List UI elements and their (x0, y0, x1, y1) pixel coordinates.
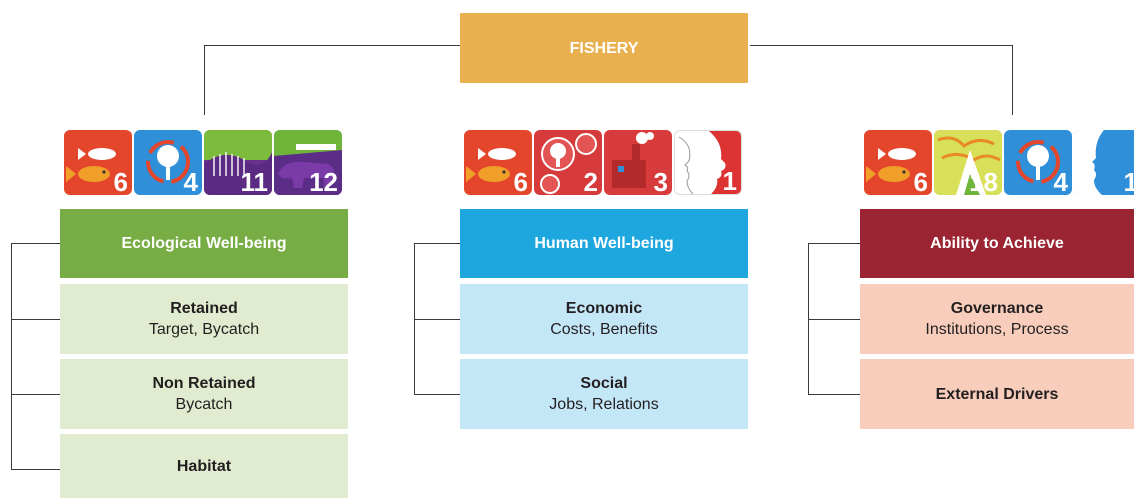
connector-line (808, 243, 809, 394)
external-drivers-box: External Drivers (860, 359, 1134, 429)
icon-number: 2 (583, 167, 598, 195)
icon-number: 1 (1123, 167, 1134, 195)
column-header-label: Ecological Well-being (121, 235, 287, 252)
connector-line (808, 319, 860, 320)
icon-number: 12 (309, 167, 338, 195)
icon-number: 3 (653, 167, 668, 195)
item-title: Governance (950, 300, 1044, 317)
item-title: Economic (565, 300, 643, 317)
connector-line (808, 394, 860, 395)
connector-line (204, 45, 460, 46)
connector-line (750, 45, 1012, 46)
fish-icon: 6 (864, 130, 932, 195)
tree-cycle-icon: 4 (1004, 130, 1072, 195)
tree-circles-icon: 2 (534, 130, 602, 195)
fishery-node: FISHERY (460, 13, 748, 83)
fish-icon: 6 (64, 130, 132, 195)
column-header-label: Ability to Achieve (930, 235, 1064, 252)
connector-line (1012, 45, 1013, 115)
ecological-wellbeing-header: Ecological Well-being (60, 209, 348, 278)
icon-number: 6 (913, 167, 928, 195)
icon-number: 11 (240, 167, 269, 195)
item-title: Habitat (176, 457, 232, 475)
bear-icon: 12 (274, 130, 342, 195)
governance-box: Governance Institutions, Process (860, 284, 1134, 354)
item-title: Social (580, 375, 628, 392)
connector-line (414, 319, 460, 320)
human-icons: 6 2 3 1 (464, 130, 744, 195)
connector-line (414, 243, 460, 244)
icon-number: 4 (1053, 167, 1068, 195)
item-title: Non Retained (152, 375, 256, 392)
connector-line (414, 243, 415, 394)
item-detail: Institutions, Process (925, 321, 1069, 338)
connector-line (808, 243, 860, 244)
connector-line (204, 45, 205, 115)
fish-icon: 6 (464, 130, 532, 195)
column-header-label: Human Well-being (534, 235, 674, 252)
item-detail: Jobs, Relations (549, 396, 659, 413)
icon-number: 1 (722, 166, 737, 195)
retained-box: Retained Target, Bycatch (60, 284, 348, 354)
wetland-icon: 11 (204, 130, 272, 195)
icon-number: 6 (113, 167, 128, 195)
item-title: External Drivers (935, 385, 1059, 403)
connector-line (11, 319, 60, 320)
item-detail: Target, Bycatch (148, 321, 260, 338)
human-wellbeing-header: Human Well-being (460, 209, 748, 278)
connector-line (11, 394, 60, 395)
icon-number: 18 (969, 167, 998, 195)
tree-cycle-icon: 4 (134, 130, 202, 195)
connector-line (414, 394, 460, 395)
ability-icons: 6 18 4 1 (864, 130, 1134, 195)
habitat-box: Habitat (60, 434, 348, 498)
item-detail: Costs, Benefits (550, 321, 658, 338)
connector-line (11, 243, 12, 469)
non-retained-box: Non Retained Bycatch (60, 359, 348, 429)
ability-to-achieve-header: Ability to Achieve (860, 209, 1134, 278)
faces-icon: 1 (1074, 130, 1134, 195)
item-title: Retained (170, 300, 238, 317)
connector-line (11, 243, 60, 244)
fishery-label: FISHERY (569, 39, 639, 57)
social-box: Social Jobs, Relations (460, 359, 748, 429)
economic-box: Economic Costs, Benefits (460, 284, 748, 354)
item-detail: Bycatch (175, 396, 233, 413)
ecological-icons: 6 4 11 12 (64, 130, 344, 195)
mountain-icon: 18 (934, 130, 1002, 195)
icon-number: 4 (183, 167, 198, 195)
icon-number: 6 (513, 167, 528, 195)
connector-line (11, 469, 60, 470)
factory-icon: 3 (604, 130, 672, 195)
faces-icon: 1 (674, 130, 742, 195)
